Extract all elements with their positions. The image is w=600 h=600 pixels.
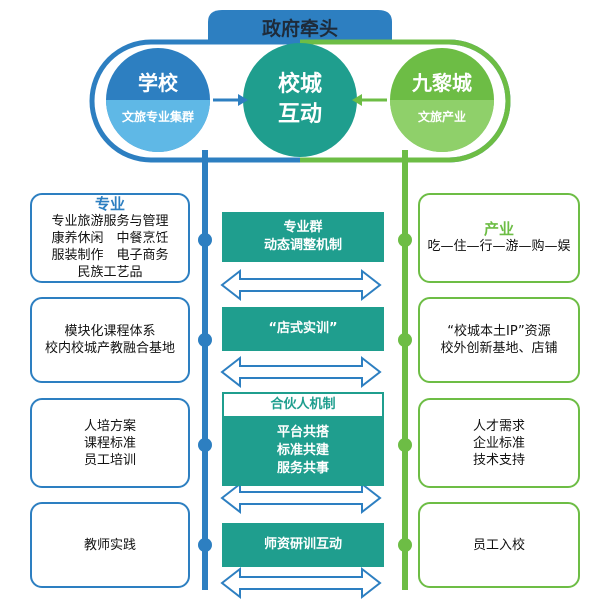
school-title: 学校	[138, 70, 178, 95]
right-box-ip-line: “校城本土IP”资源	[447, 324, 551, 339]
mechanism-teacher-training: 师资研训互动	[222, 523, 384, 567]
school-subtitle: 文旅专业集群	[121, 109, 194, 124]
left-box-curriculum-line: 校内校城产教融合基地	[44, 341, 175, 356]
mechanism-line: 专业群	[283, 220, 323, 235]
left-box-training-plan: 人培方案 课程标准 员工培训	[30, 398, 190, 488]
mechanism-partner-body: 平台共搭 标准共建 服务共事	[222, 418, 384, 484]
left-box-major-line: 专业旅游服务与管理	[51, 213, 169, 229]
left-box-major-line: 康养休闲 中餐烹饪	[51, 230, 169, 246]
mechanism-line: “店式实训”	[268, 321, 338, 336]
double-arrow-3	[220, 481, 382, 515]
right-box-industry-title: 产业	[483, 220, 514, 238]
left-box-training-line: 课程标准	[83, 435, 136, 451]
right-box-industry-line: 吃—住—行—游—购—娱	[427, 239, 571, 254]
mechanism-partner-header: 合伙人机制	[224, 394, 382, 416]
double-arrow-1	[220, 268, 382, 302]
left-box-curriculum-line: 模块化课程体系	[64, 324, 156, 339]
mechanism-partner: 合伙人机制 平台共搭 标准共建 服务共事	[222, 392, 384, 486]
right-box-talent-line: 技术支持	[472, 452, 525, 468]
left-box-teacher-line: 教师实践	[83, 537, 136, 553]
right-box-staff-line: 员工入校	[472, 537, 525, 553]
government-lead-label: 政府牵头	[261, 17, 338, 40]
mechanism-line: 标准共建	[276, 443, 329, 458]
right-box-talent-line: 人才需求	[472, 418, 525, 434]
mechanism-line: 师资研训互动	[263, 537, 342, 552]
right-box-ip-resources: “校城本土IP”资源 校外创新基地、店铺	[418, 297, 580, 383]
right-box-ip-line: 校外创新基地、店铺	[440, 341, 558, 356]
mechanism-dynamic-adjustment: 专业群 动态调整机制	[222, 212, 384, 262]
left-box-major-line: 民族工艺品	[77, 264, 143, 280]
left-box-major-line: 服装制作 电子商务	[51, 247, 169, 263]
left-box-major-title: 专业	[94, 194, 125, 213]
mechanism-store-training: “店式实训”	[222, 307, 384, 351]
government-banner-shape	[208, 10, 392, 42]
hub-circle	[243, 43, 357, 157]
right-box-industry: 产业 吃—住—行—游—购—娱	[418, 193, 580, 283]
right-box-talent-line: 企业标准	[472, 435, 525, 451]
city-title: 九黎城	[412, 70, 472, 95]
double-arrow-2	[220, 355, 382, 389]
left-box-training-line: 人培方案	[83, 418, 136, 434]
mechanism-line: 平台共搭	[276, 425, 329, 440]
left-box-major: 专业 专业旅游服务与管理 康养休闲 中餐烹饪 服装制作 电子商务 民族工艺品	[30, 193, 190, 283]
mechanism-line: 动态调整机制	[263, 238, 342, 253]
right-box-staff-entry: 员工入校	[418, 502, 580, 588]
hub-line-1: 校城	[277, 72, 322, 97]
left-box-curriculum: 模块化课程体系 校内校城产教融合基地	[30, 297, 190, 383]
left-box-training-line: 员工培训	[83, 452, 136, 468]
right-box-talent-demand: 人才需求 企业标准 技术支持	[418, 398, 580, 488]
hub-line-2: 互动	[277, 102, 322, 127]
city-subtitle: 文旅产业	[417, 109, 466, 124]
mechanism-line: 服务共事	[276, 461, 329, 476]
double-arrow-4	[220, 566, 382, 600]
left-box-teacher-practice: 教师实践	[30, 502, 190, 588]
hub-label: 校城 互动	[250, 68, 350, 132]
